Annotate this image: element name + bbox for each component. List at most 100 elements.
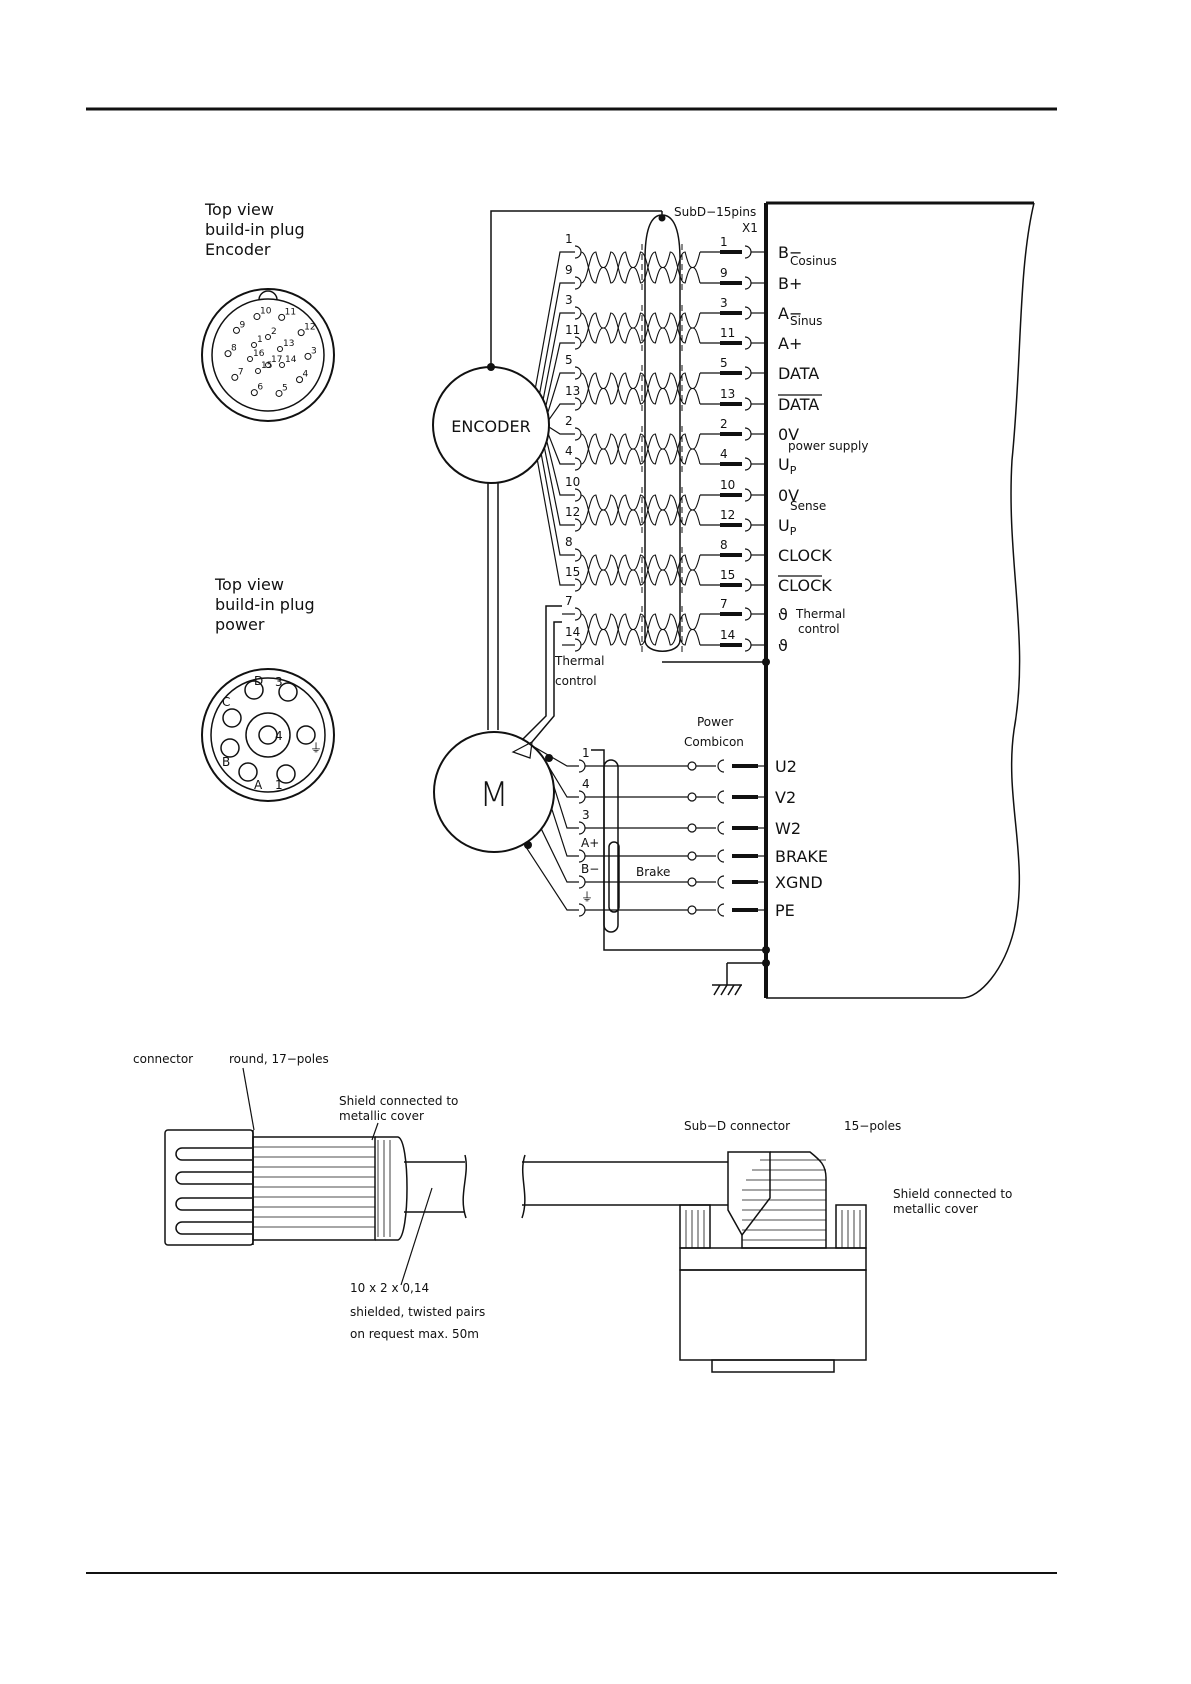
encoder-wire-number: 2 [565, 414, 573, 428]
encoder-face-pin [265, 334, 271, 340]
encoder-face-pin [275, 389, 283, 397]
shield-right-1: Shield connected to [893, 1187, 1012, 1201]
encoder-wire-number: 11 [565, 323, 580, 337]
encoder-plug-key [258, 290, 278, 301]
power-plug-center-outer [245, 712, 291, 758]
encoder-face-pin-label: 9 [239, 320, 245, 330]
note-control: control [798, 622, 840, 636]
encoder-signal-label: B+ [778, 274, 802, 293]
cable-conn-type: round, 17−poles [229, 1052, 329, 1066]
subd-pin-number: 5 [720, 356, 728, 370]
subd-pin-number: 8 [720, 538, 728, 552]
encoder-face-pin-label: 16 [253, 349, 265, 359]
encoder-face-pin-label: 6 [257, 383, 263, 393]
twisted-pair-wire [580, 554, 701, 586]
round-connector [164, 1129, 467, 1246]
encoder-face-pin-label: 1 [257, 335, 263, 345]
encoder-face-pin [255, 368, 261, 374]
encoder-signal-label: B− [778, 243, 802, 262]
encoder-signal-label: A+ [778, 334, 802, 353]
twisted-pair-wire [580, 433, 701, 465]
power-signal-label: XGND [775, 873, 823, 892]
encoder-signal-label: UP [778, 516, 797, 538]
subd-pin-number: 11 [720, 326, 735, 340]
motor-wire-label: B− [581, 862, 599, 876]
encoder-block: ENCODER [432, 366, 550, 484]
encoder-plug-inner-ring [211, 298, 325, 412]
power-signal-label: PE [775, 901, 795, 920]
thermal-wire-label-1: Thermal [554, 654, 604, 668]
subd-pin-number: 1 [720, 235, 728, 249]
subd-label: SubD−15pins [674, 205, 756, 219]
power-plug-center-inner [258, 725, 278, 745]
twisted-pair-wire [580, 494, 701, 526]
subd-pin-number: 15 [720, 568, 735, 582]
twisted-pair-wire [580, 372, 701, 405]
power-plug-title-2: build-in plug [215, 595, 315, 614]
subd-pin-number: 7 [720, 597, 728, 611]
encoder-face-pin-label: 5 [282, 383, 288, 393]
encoder-face-pin [251, 342, 257, 348]
encoder-plug-view: Top view build-in plug Encoder 111234567… [201, 200, 335, 422]
power-signal-label: V2 [775, 788, 796, 807]
power-face-label-d: D [254, 674, 263, 688]
power-pin-1 [276, 764, 296, 784]
subd-pin-number: 2 [720, 417, 728, 431]
twisted-pair-wire [580, 613, 701, 646]
shield-right-2: metallic cover [893, 1202, 978, 1216]
power-pin-a [238, 762, 258, 782]
power-shield [603, 759, 620, 933]
cable-drawing: connector round, 17−poles Shield connect… [133, 1052, 1012, 1373]
subd-pin-number: 4 [720, 447, 728, 461]
encoder-wire-number: 13 [565, 384, 580, 398]
encoder-signal-label: CLOCK [778, 576, 832, 595]
motor-wire-label: 3 [582, 808, 590, 822]
encoder-face-pin-label: 4 [303, 370, 309, 380]
brake-label: Brake [636, 865, 670, 879]
combicon-title-2: Combicon [684, 735, 744, 749]
note-sense: Sense [790, 499, 826, 513]
encoder-face-pin-label: 11 [285, 307, 296, 317]
encoder-wire-number: 4 [565, 444, 573, 458]
subd-pin-number: 9 [720, 266, 728, 280]
encoder-face-pin-label: 14 [285, 355, 297, 365]
motor-label: M [479, 775, 508, 815]
x1-label: X1 [742, 221, 758, 235]
encoder-wire-number: 5 [565, 353, 573, 367]
power-face-label-3: 3 [275, 675, 283, 689]
ground-node-1 [762, 946, 770, 954]
twisted-pair-wire [580, 433, 701, 465]
subd-poles-label: 15−poles [844, 1119, 901, 1133]
encoder-face-pin [279, 362, 285, 368]
encoder-face-pin [232, 326, 240, 334]
encoder-signal-label: 0V [778, 425, 799, 444]
power-pin-c [222, 708, 242, 728]
cable-spec-1: 10 x 2 x 0,14 [350, 1281, 429, 1295]
encoder-signal-label: DATA [778, 395, 819, 414]
encoder-signal-label: ϑ [778, 605, 788, 624]
encoder-wire-number: 12 [565, 505, 580, 519]
drive-break-edge [766, 202, 1035, 999]
encoder-label: ENCODER [451, 417, 530, 436]
power-plug-title-3: power [215, 615, 265, 634]
encoder-face-pin-label: 17 [271, 355, 282, 365]
power-pin-pe [296, 725, 316, 745]
encoder-face-pin [304, 352, 312, 360]
power-plug-view: Top view build-in plug power D 3 C 4 B A… [201, 575, 335, 802]
motor-wire-label: ⏚ [581, 890, 593, 904]
encoder-wire-number: 10 [565, 475, 580, 489]
twisted-pair-wire [580, 494, 701, 526]
encoder-shield-node [487, 363, 495, 371]
encoder-wire-number: 3 [565, 293, 573, 307]
encoder-face-pin-label: 12 [304, 323, 315, 333]
encoder-face-pin-label: 7 [238, 367, 244, 377]
twisted-pair-wire [580, 312, 701, 344]
power-pin-3 [278, 682, 298, 702]
subd-pin-number: 3 [720, 296, 728, 310]
twisted-pair-wire [580, 251, 701, 284]
encoder-face-pin [247, 356, 253, 362]
encoder-plug-title-2: build-in plug [205, 220, 305, 239]
